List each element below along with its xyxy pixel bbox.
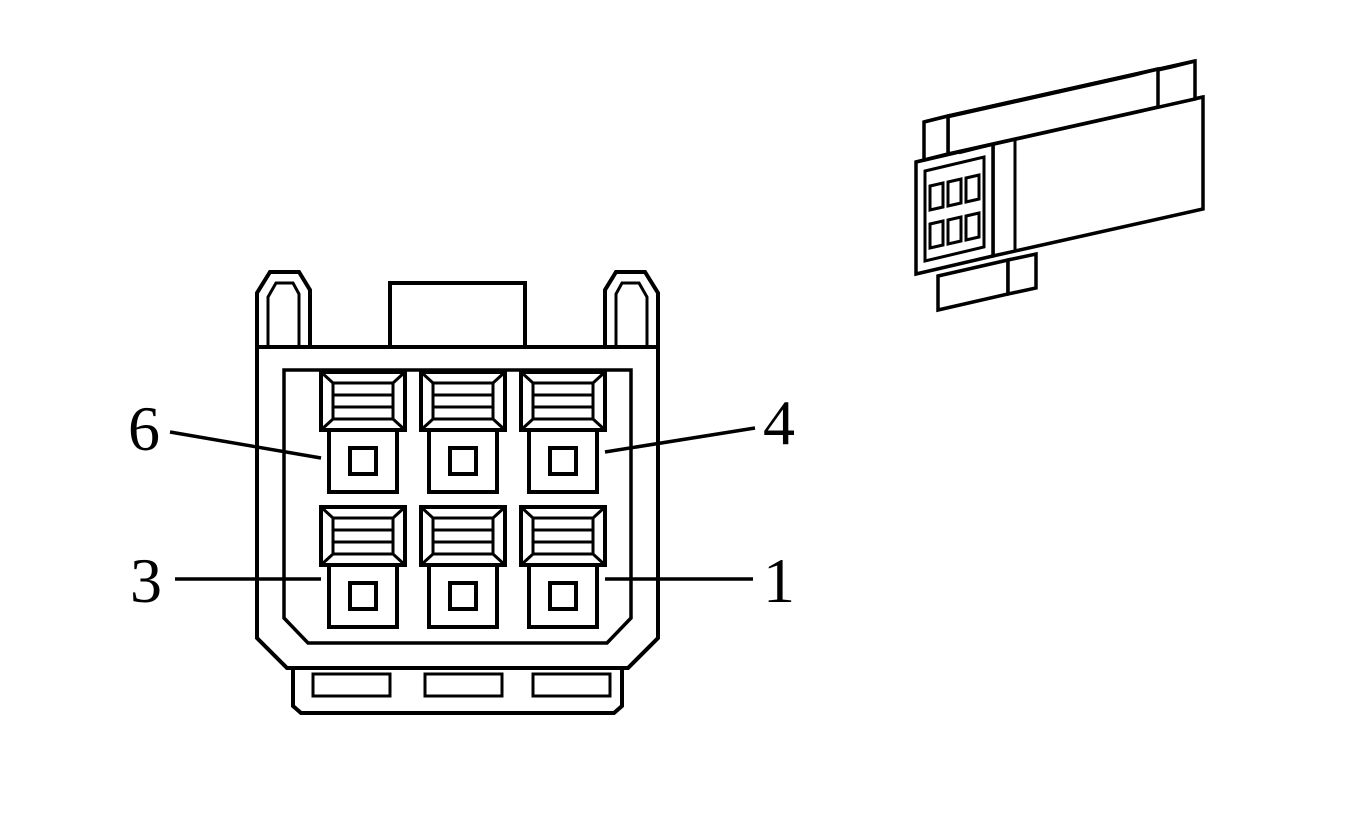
iso-mounting-foot	[936, 251, 1038, 313]
terminal-cavity-4	[519, 370, 607, 494]
pin-6-label: 6	[128, 393, 160, 464]
terminal-cavity-6	[319, 370, 407, 494]
right-ear	[603, 270, 660, 347]
cavity-outline	[282, 368, 633, 645]
left-ear	[255, 270, 312, 347]
iso-terminal-holes	[928, 173, 981, 250]
connector-front-view	[255, 270, 660, 715]
pin-4-label: 4	[763, 387, 795, 458]
terminal-cavity-3	[319, 505, 407, 629]
lock-tab	[388, 281, 527, 347]
terminal-cavities	[319, 370, 607, 629]
terminal-cavity-5	[419, 370, 507, 494]
connector-isometric-view	[914, 58, 1205, 313]
bottom-base	[291, 668, 624, 715]
pin-4-leader-line	[604, 426, 756, 454]
callout-labels: 6 4 3 1	[128, 387, 795, 616]
connector-body-outline	[255, 345, 660, 670]
iso-mating-face	[923, 155, 986, 263]
iso-guide-rail-near	[922, 66, 1160, 163]
terminal-cavity-1	[519, 505, 607, 629]
pin-3-label: 3	[130, 545, 162, 616]
terminal-cavity-2	[419, 505, 507, 629]
pin-1-label: 1	[763, 545, 795, 616]
pin-6-leader-line	[169, 430, 322, 460]
callout-leaders	[169, 426, 756, 581]
